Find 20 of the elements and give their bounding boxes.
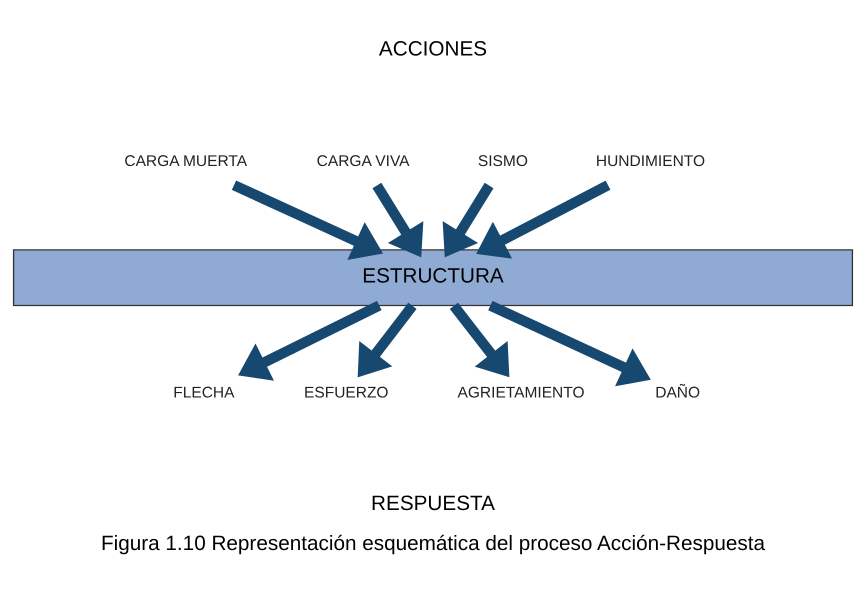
node-text: DAÑO bbox=[655, 384, 700, 402]
arrow bbox=[232, 180, 384, 260]
node-text: ESFUERZO bbox=[304, 384, 389, 402]
label: ACCIONES bbox=[378, 37, 488, 60]
arrow bbox=[238, 300, 382, 381]
arrow bbox=[372, 182, 424, 258]
node-text: CARGA MUERTA bbox=[124, 152, 248, 170]
label: RESPUESTA bbox=[371, 492, 495, 515]
node-text: CARGA VIVA bbox=[316, 152, 410, 170]
arrow bbox=[488, 300, 651, 386]
node-text: SISMO bbox=[478, 152, 528, 170]
arrow bbox=[450, 302, 510, 378]
node-text: HUNDIMIENTO bbox=[596, 152, 706, 170]
node-text: FLECHA bbox=[173, 384, 234, 402]
node-text: AGRIETAMIENTO bbox=[458, 384, 585, 402]
arrow bbox=[476, 180, 610, 259]
node-box: ESTRUCTURA bbox=[12, 249, 854, 306]
arrow bbox=[358, 302, 417, 378]
arrow bbox=[442, 182, 494, 258]
caption: Figura 1.10 Representación esquemática del proceso Acción-Respuesta bbox=[100, 532, 766, 555]
